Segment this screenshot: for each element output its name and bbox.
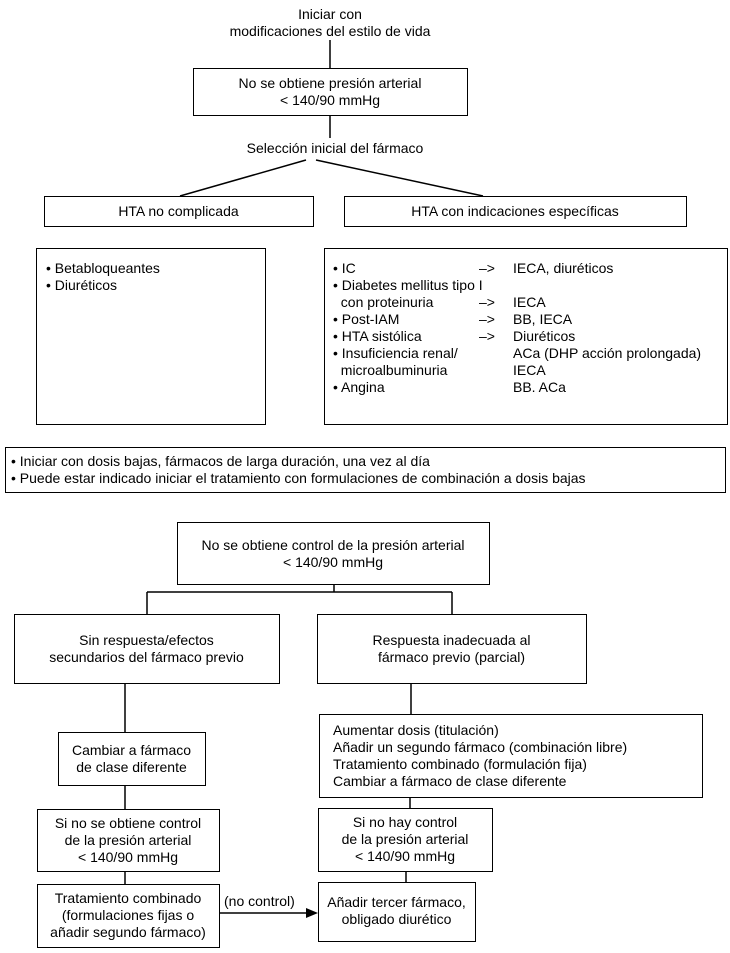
inadequate-response-box: Respuesta inadecuada al fármaco previo (… [317,614,587,684]
treatment-options-text: Aumentar dosis (titulación) Añadir un se… [333,722,628,789]
indication-condition: • HTA sistólica [333,328,422,344]
indication-drug: IECA [513,362,546,378]
hta-uncomplicated-header: HTA no complicada [44,196,314,227]
hta-specific-title: HTA con indicaciones específicas [411,203,619,219]
arrow-head-no-control [306,908,318,918]
treatment-options-box: Aumentar dosis (titulación) Añadir un se… [319,714,703,798]
indication-arrow: –> [479,328,495,344]
no-control-left-box: Si no se obtiene control de la presión a… [37,809,220,872]
indication-drug: Diuréticos [513,328,576,344]
indication-condition: microalbuminuria [333,362,448,378]
third-drug-text: Añadir tercer fármaco, obligado diurétic… [327,894,466,927]
no-control-right-box: Si no hay control de la presión arterial… [318,808,493,872]
indication-arrow: –> [479,311,495,327]
indication-condition: • IC [333,260,356,276]
indication-condition: con proteinuria [333,294,434,310]
no-control-text: No se obtiene control de la presión arte… [201,537,465,570]
hta-specific-header: HTA con indicaciones específicas [344,196,687,227]
indication-drug: IECA [513,294,546,310]
drug-item: • Betabloqueantes [46,260,160,276]
no-response-text: Sin respuesta/efectos secundarios del fá… [49,632,244,665]
connector-selection-left [179,159,307,197]
hta-specific-indications-box: • IC –> IECA, diuréticos • Diabetes mell… [324,248,728,425]
indication-drug: IECA, diuréticos [513,260,614,276]
general-note: • Puede estar indicado iniciar el tratam… [11,470,586,486]
combined-treatment-text: Tratamiento combinado (formulaciones fij… [50,890,206,940]
no-control-box: No se obtiene control de la presión arte… [177,522,490,585]
indication-arrow: –> [479,260,495,276]
general-notes-box: • Iniciar con dosis bajas, fármacos de l… [5,447,726,493]
hta-uncomplicated-drugs-box: • Betabloqueantes • Diuréticos [36,248,266,425]
initial-selection-text: Selección inicial del fármaco [246,140,424,156]
change-class-box: Cambiar a fármaco de clase diferente [58,732,206,786]
no-bp-target-text: No se obtiene presión arterial < 140/90 … [238,75,422,108]
indication-drug: BB. ACa [513,379,566,395]
no-control-left-text: Si no se obtiene control de la presión a… [54,815,202,865]
indication-drug: BB, IECA [513,311,573,327]
indication-condition: • Angina [333,379,385,395]
combined-treatment-box: Tratamiento combinado (formulaciones fij… [37,884,220,948]
general-note: • Iniciar con dosis bajas, fármacos de l… [11,453,430,469]
connector-selection-right [315,159,484,197]
third-drug-box: Añadir tercer fármaco, obligado diurétic… [318,882,476,942]
hta-uncomplicated-title: HTA no complicada [118,203,239,219]
indication-drug: ACa (DHP acción prolongada) [513,345,702,361]
no-control-right-text: Si no hay control de la presión arterial… [341,814,469,864]
indication-condition: • Diabetes mellitus tipo I [333,277,483,293]
inadequate-response-text: Respuesta inadecuada al fármaco previo (… [372,632,531,665]
indication-arrow: –> [479,294,495,310]
change-class-text: Cambiar a fármaco de clase diferente [71,742,192,775]
indication-condition: • Insuficiencia renal/ [333,345,458,361]
drug-item: • Diuréticos [46,277,118,293]
no-control-label: (no control) [224,893,295,909]
start-text: Iniciar con modificaciones del estilo de… [229,6,431,39]
no-response-box: Sin respuesta/efectos secundarios del fá… [14,614,280,684]
indication-condition: • Post-IAM [333,311,400,327]
no-bp-target-box: No se obtiene presión arterial < 140/90 … [193,68,468,116]
